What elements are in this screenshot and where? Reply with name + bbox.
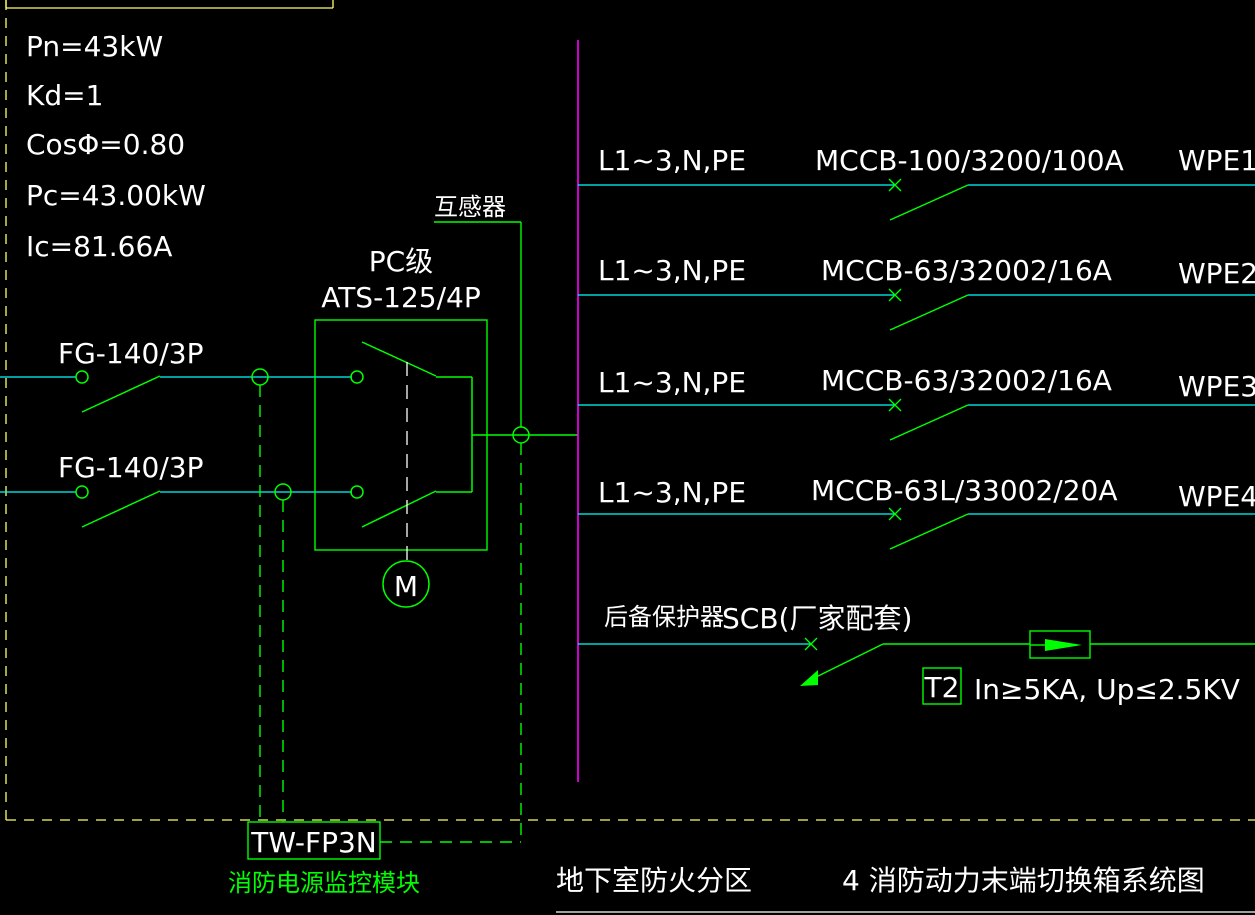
current-transformer: 互感器 (434, 193, 530, 444)
breaker-label-4: MCCB-63L/33002/20A (811, 474, 1118, 507)
breaker-label-2: MCCB-63/32002/16A (821, 254, 1112, 287)
outgoing-circuit-2: L1~3,N,PE MCCB-63/32002/16A WPE2 (578, 254, 1255, 331)
input-feeder-2: FG-140/3P (0, 451, 352, 528)
outgoing-circuit-3: L1~3,N,PE MCCB-63/32002/16A WPE3 (578, 364, 1255, 441)
phase-label-3: L1~3,N,PE (598, 366, 746, 399)
spd-arrow-icon (1045, 639, 1082, 651)
param-pn: Pn=43kW (26, 30, 163, 63)
top-title-box (5, 0, 334, 9)
outgoing-circuit-1: L1~3,N,PE MCCB-100/3200/100A WPE1 (578, 144, 1255, 221)
breaker-label-3: MCCB-63/32002/16A (821, 364, 1112, 397)
circuit-label-3: WPE3 (1178, 370, 1255, 403)
module-code: TW-FP3N (250, 826, 377, 859)
ats-box (314, 319, 488, 551)
param-cos: CosΦ=0.80 (26, 128, 185, 161)
param-pc: Pc=43.00kW (26, 179, 206, 212)
ats-label-top: PC级 (369, 245, 433, 278)
terminal-icon (75, 370, 89, 384)
footer-zone: 地下室防火分区 (556, 864, 752, 897)
spd-class-label: T2 (924, 671, 960, 704)
spd-class-box (922, 667, 962, 705)
motor-symbol: M (394, 570, 418, 603)
load-parameters: Pn=43kW Kd=1 CosΦ=0.80 Pc=43.00kW Ic=81.… (26, 30, 206, 263)
monitoring-module: TW-FP3N 消防电源监控模块 (228, 821, 420, 897)
transformer-label: 互感器 (434, 193, 506, 221)
module-box (247, 821, 381, 860)
spd-spec-label: In≥5KA, Up≤2.5KV (974, 673, 1240, 706)
backup-protector-label: 后备保护器 (604, 603, 724, 631)
phase-label-1: L1~3,N,PE (598, 144, 746, 177)
ats-label-model: ATS-125/4P (321, 281, 481, 314)
breaker-label-1: MCCB-100/3200/100A (815, 144, 1124, 177)
circuit-label-4: WPE4 (1178, 480, 1255, 513)
circuit-label-2: WPE2 (1178, 257, 1255, 290)
phase-label-4: L1~3,N,PE (598, 476, 746, 509)
module-name: 消防电源监控模块 (228, 869, 420, 897)
input-switch-label-1: FG-140/3P (58, 337, 203, 370)
circuit-label-1: WPE1 (1178, 144, 1255, 177)
param-kd: Kd=1 (26, 79, 103, 112)
footer-title: 4 消防动力末端切换箱系统图 (842, 864, 1205, 897)
ground-arrow-icon (800, 670, 818, 686)
scb-label: SCB(厂家配套) (722, 602, 912, 635)
phase-label-2: L1~3,N,PE (598, 254, 746, 287)
monitor-dashed-lines (259, 385, 522, 843)
input-switch-label-2: FG-140/3P (58, 451, 203, 484)
motor-icon (382, 560, 430, 608)
input-feeder-1: FG-140/3P (0, 337, 352, 413)
spd-branch: 后备保护器 SCB(厂家配套) T2 In≥5KA, Up≤2.5KV (578, 602, 1255, 706)
ats-unit: M PC级 ATS-125/4P (314, 245, 578, 608)
outgoing-circuit-4: L1~3,N,PE MCCB-63L/33002/20A WPE4 (578, 474, 1255, 550)
terminal-icon (75, 485, 89, 499)
footer: 地下室防火分区 4 消防动力末端切换箱系统图 (556, 864, 1255, 913)
param-ic: Ic=81.66A (26, 230, 172, 263)
